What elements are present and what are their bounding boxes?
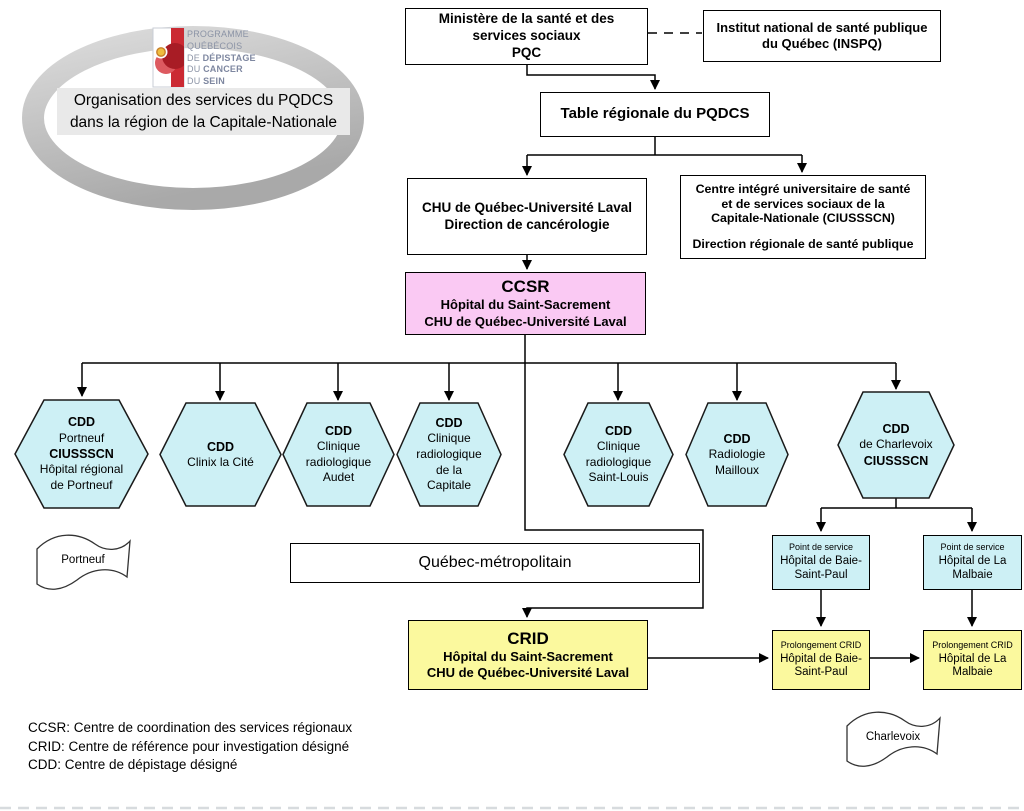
cdd-capitale-hexagon [396, 402, 502, 507]
cdd-portneuf-hexagon [14, 399, 149, 509]
pqdcs-logo-caption: PROGRAMME QUÉBÉCOIS DE DÉPISTAGE DU CANC… [187, 29, 256, 88]
crid-title: CRID [507, 628, 549, 648]
table-regionale-label: Table régionale du PQDCS [560, 105, 750, 123]
portneuf-flag-shape [36, 534, 131, 590]
logo-line: DE DÉPISTAGE [187, 52, 256, 63]
edge-ministere-table [526, 65, 660, 90]
logo-line: DU CANCER [187, 64, 243, 75]
pqdcs-logo-icon [152, 27, 185, 88]
quebec-metropolitain-box: Québec-métropolitain [290, 543, 700, 583]
cdd-clinix-hexagon [159, 402, 282, 507]
cdd-charlevoix-hexagon [837, 391, 955, 499]
logo-line: DU SEIN [187, 76, 225, 87]
edge-ccsr-crid [522, 335, 704, 618]
portneuf-flag-label: Portneuf [61, 554, 105, 566]
ccsr-title: CCSR [501, 277, 550, 297]
charlevoix-flag-label: Charlevoix [865, 731, 921, 743]
ellipse-ring [22, 26, 364, 210]
charlevoix-flag-shape [846, 711, 941, 767]
quebec-metropolitain-label: Québec-métropolitain [418, 554, 572, 571]
cdd-hexagon-shapes [14, 391, 955, 509]
abbreviation-legend: CCSR: Centre de coordination des service… [28, 720, 353, 773]
logo-line: PROGRAMME [187, 29, 249, 39]
cdd-audet-hexagon [282, 402, 395, 507]
cdd-saint-louis-hexagon [563, 402, 674, 507]
table-regionale-box: Table régionale du PQDCS [540, 92, 770, 137]
connectors [77, 32, 977, 663]
cdd-mailloux-hexagon [685, 402, 789, 507]
logo-line: QUÉBÉCOIS [187, 40, 243, 51]
